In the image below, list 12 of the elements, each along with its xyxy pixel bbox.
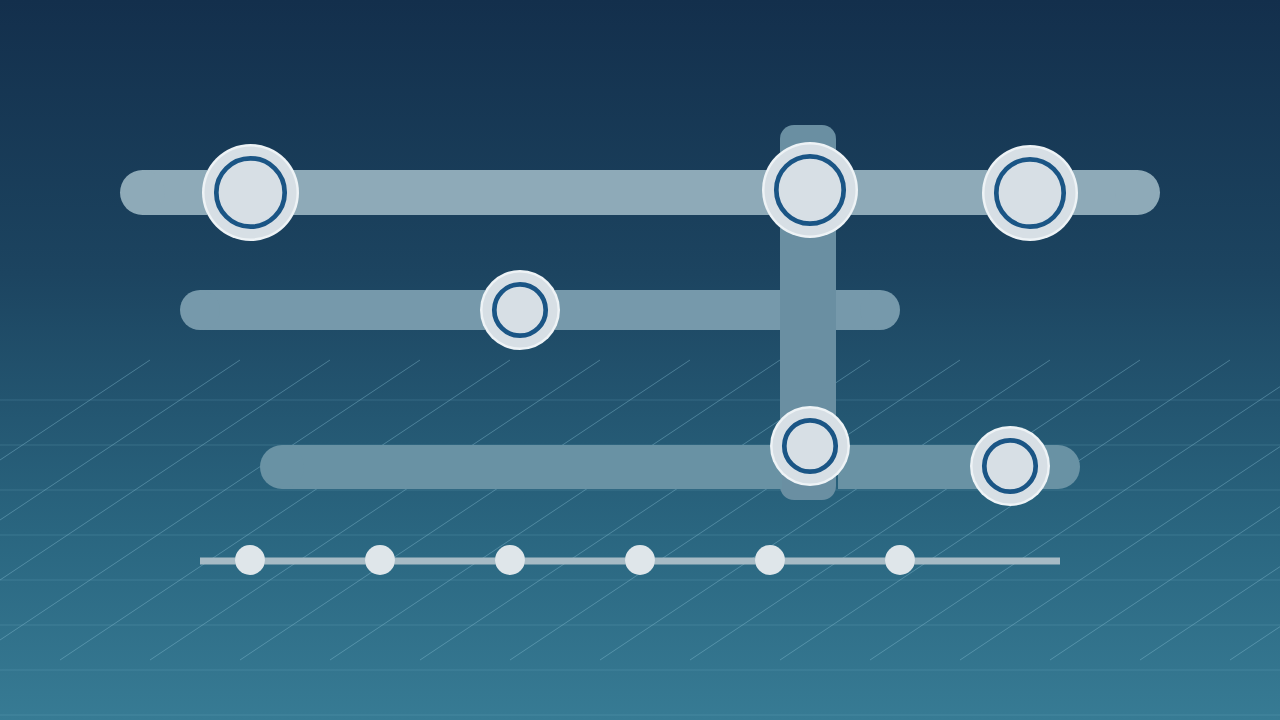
ring-marker xyxy=(201,143,299,241)
timeline-dot xyxy=(365,545,395,575)
timeline-dot xyxy=(625,545,655,575)
ring-marker xyxy=(480,270,560,350)
ring-marker xyxy=(982,144,1078,241)
timeline-dot xyxy=(495,545,525,575)
timeline-dot xyxy=(235,545,265,575)
timeline-dot xyxy=(755,545,785,575)
ring-marker xyxy=(770,405,850,486)
ring-marker xyxy=(970,426,1050,506)
timeline-dot xyxy=(885,545,915,575)
ring-marker xyxy=(762,142,858,238)
